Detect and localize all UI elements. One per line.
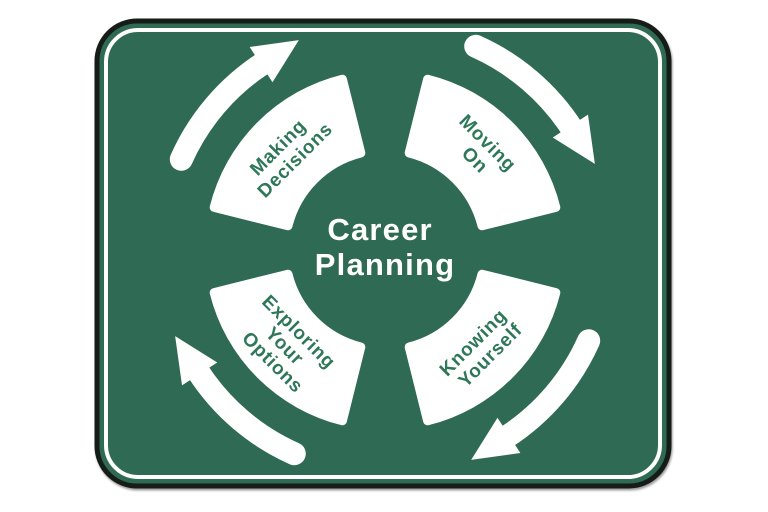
segment-moving-on bbox=[404, 74, 561, 231]
cycle-arrow-top-right-icon bbox=[464, 34, 595, 164]
cycle-arrow-bottom-left-icon bbox=[175, 336, 306, 466]
segment-exploring-your-options bbox=[209, 269, 366, 426]
cycle-arrows bbox=[169, 34, 601, 466]
center-title-line: Career bbox=[327, 212, 432, 247]
cycle-arrow-bottom-right-icon bbox=[471, 329, 601, 460]
segment-knowing-yourself bbox=[404, 269, 561, 426]
cycle-segments bbox=[209, 74, 561, 426]
sign-board: Making Decisions Moving On Knowing Yours… bbox=[94, 18, 672, 489]
segment-making-decisions bbox=[209, 74, 366, 231]
cycle-arrow-top-left-icon bbox=[169, 40, 299, 171]
center-title-line: Planning bbox=[315, 247, 456, 282]
sign-board-inner-ring bbox=[104, 28, 662, 479]
center-title: Career Planning bbox=[315, 212, 456, 282]
